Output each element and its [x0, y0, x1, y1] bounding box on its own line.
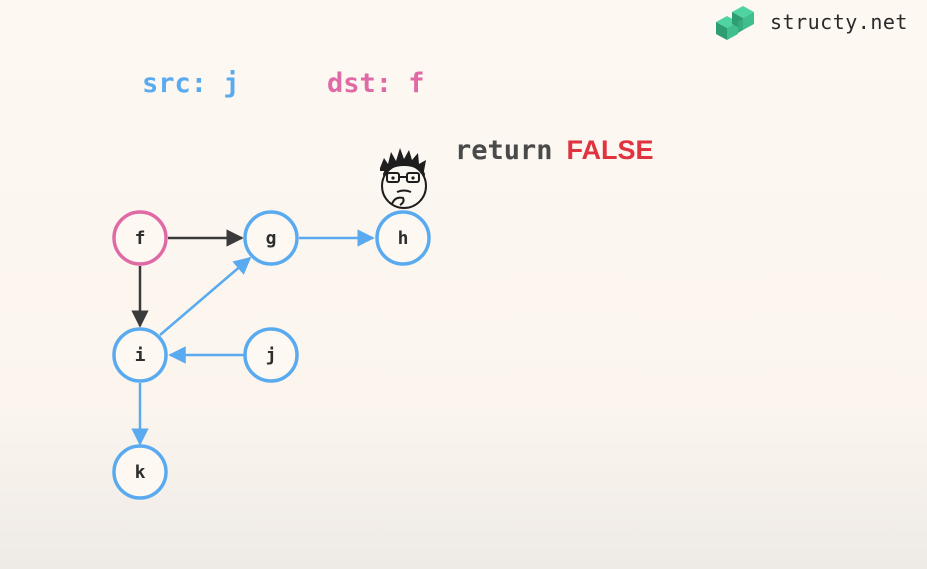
return-value: FALSE [566, 135, 654, 165]
node-i: i [112, 327, 168, 383]
node-k: k [112, 444, 168, 500]
structy-logo-icon [716, 6, 754, 40]
src-label-key: src: [142, 68, 208, 99]
node-k-label: k [135, 462, 146, 483]
thinking-face-icon [380, 148, 427, 209]
brand-name: structy.net [770, 10, 908, 34]
src-label: src: j [142, 68, 240, 99]
src-label-value: j [223, 68, 240, 99]
node-j-label: j [266, 345, 277, 366]
node-i-label: i [135, 345, 146, 366]
dst-label-value: f [408, 68, 425, 99]
return-keyword: return [455, 135, 553, 166]
node-h: h [375, 210, 431, 266]
brand[interactable]: structy.net [712, 0, 908, 44]
node-g-label: g [266, 228, 277, 249]
dst-label: dst: f [327, 68, 425, 99]
return-statement: return FALSE [455, 135, 654, 166]
node-g: g [243, 210, 299, 266]
node-h-label: h [398, 228, 409, 249]
node-j: j [243, 327, 299, 383]
dst-label-key: dst: [327, 68, 393, 99]
node-f: f [112, 210, 168, 266]
node-f-label: f [135, 228, 146, 249]
edge-i-g [159, 256, 252, 336]
